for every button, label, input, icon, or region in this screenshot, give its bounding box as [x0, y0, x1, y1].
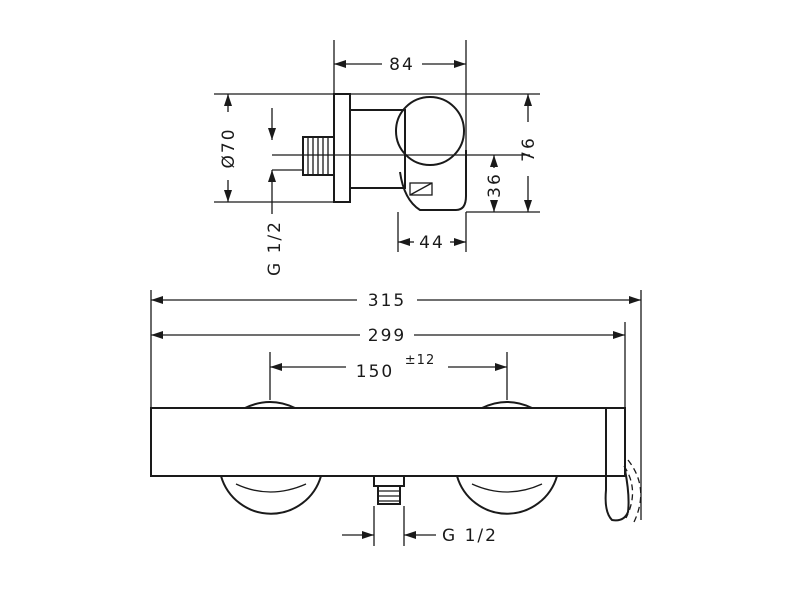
- handle-circle: [395, 96, 465, 166]
- dim-height-total: 76: [519, 136, 539, 162]
- lever-detail: [409, 182, 433, 196]
- dim-thread-top: G 1/2: [265, 220, 285, 276]
- dim-spacing-value: 150: [356, 362, 394, 382]
- connector-top-right: [481, 401, 533, 409]
- dim-thread-bottom: G 1/2: [442, 526, 498, 546]
- handle-lever: [399, 150, 467, 211]
- dim-height-inner: 36: [485, 172, 505, 198]
- lever-swing-arc: [627, 459, 642, 523]
- wall-flange: [333, 93, 351, 203]
- thread-lines: [307, 137, 329, 175]
- rosette-right: [456, 475, 558, 515]
- dim-spacing-tolerance: ±12: [405, 353, 435, 368]
- side-view: 84 Ø70 G 1/2 76 36 44: [214, 40, 540, 276]
- dim-body-width: 299: [368, 326, 406, 346]
- dim-top-width: 84: [389, 55, 415, 75]
- dim-diameter: Ø70: [219, 127, 239, 168]
- lever-handle: [604, 407, 630, 522]
- mixer-body: [150, 407, 626, 477]
- valve-body: [350, 109, 406, 189]
- dim-width-inner: 44: [419, 233, 445, 253]
- front-view: 315 299 150 ±12: [150, 290, 642, 546]
- dim-overall-width: 315: [368, 291, 406, 311]
- rosette-left: [220, 475, 322, 515]
- outlet-nipple: [373, 475, 405, 487]
- connector-top-left: [244, 401, 296, 409]
